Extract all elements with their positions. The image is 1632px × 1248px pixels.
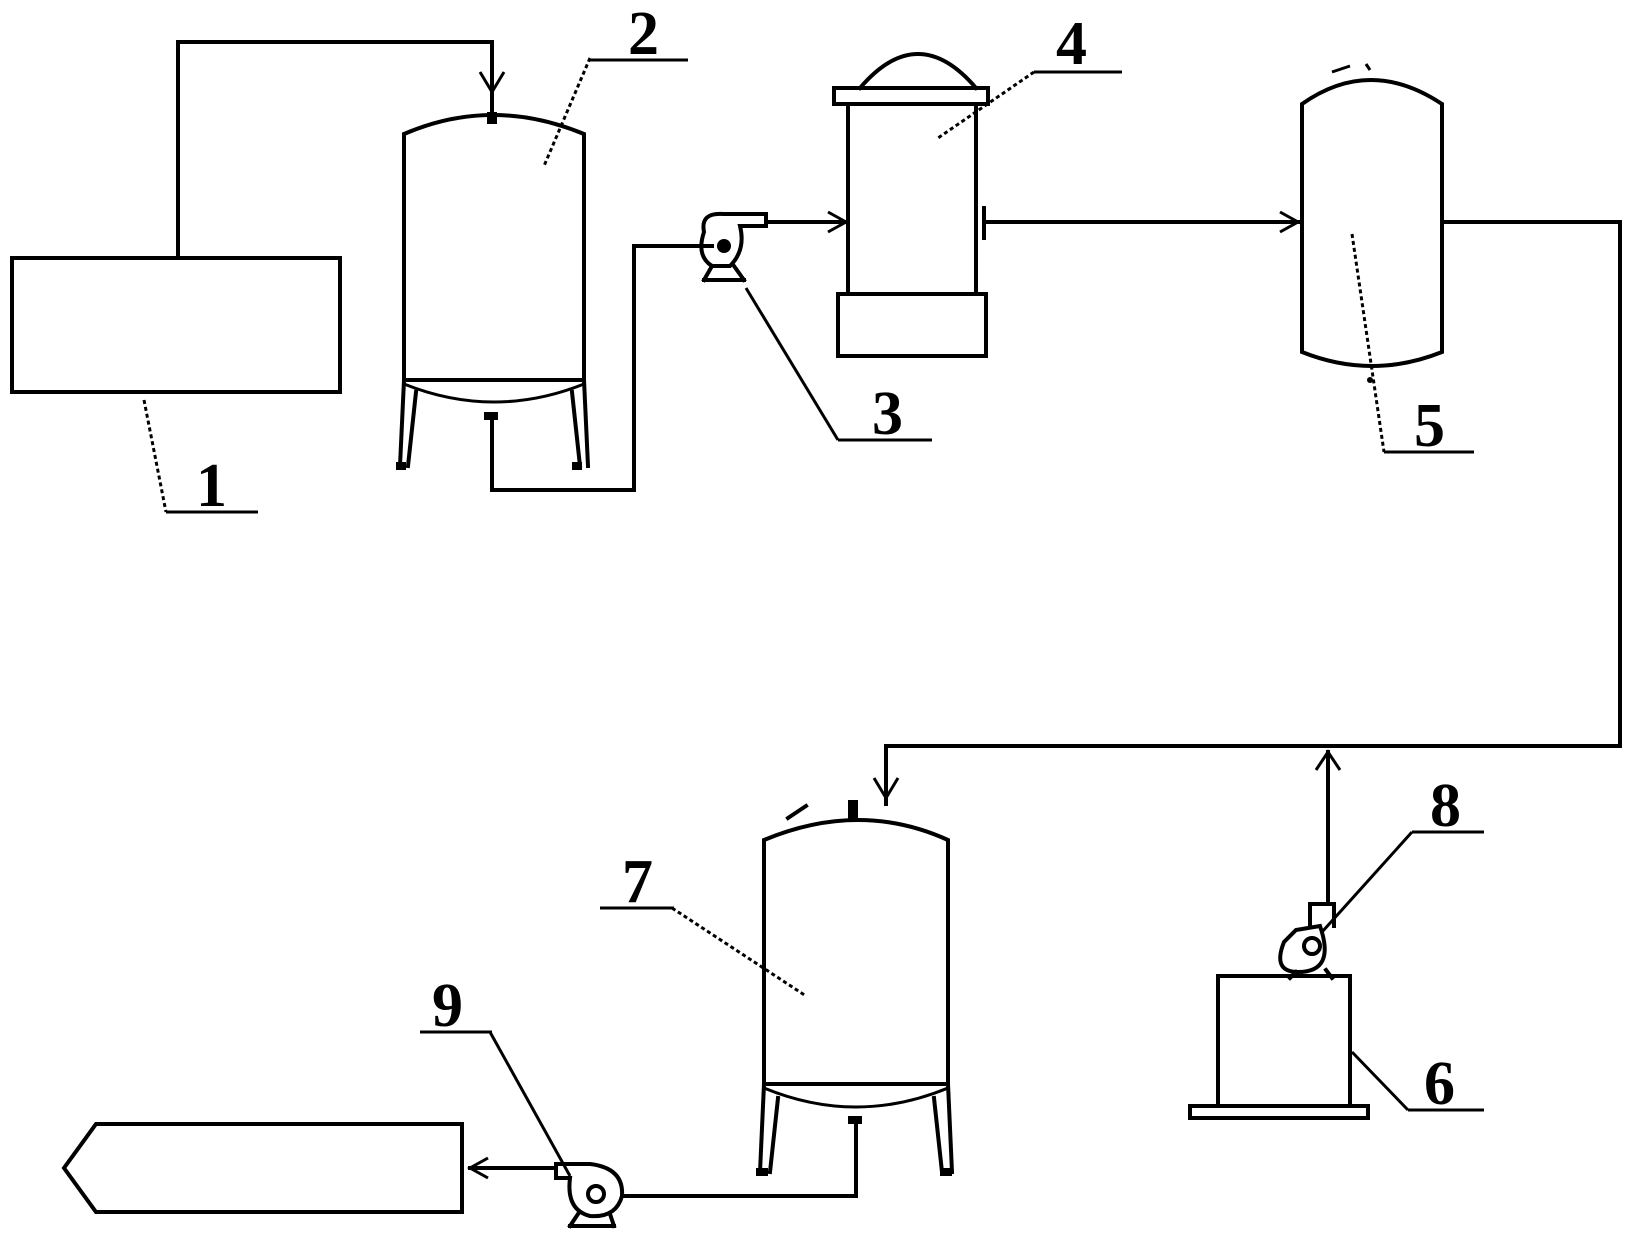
pipe-7-to-9 <box>622 1118 858 1198</box>
label-9: 9 <box>432 972 463 1040</box>
pipe-1-to-2 <box>176 40 494 260</box>
label-7: 7 <box>622 848 653 916</box>
unit-5-tank <box>1300 63 1444 383</box>
unit-6-block <box>1188 974 1370 1120</box>
unit-9-pump <box>554 1162 625 1229</box>
pipe-5-to-7 <box>884 220 1622 806</box>
unit-1-box <box>10 256 342 394</box>
label-8: 8 <box>1430 772 1461 840</box>
unit-7-tank <box>756 800 955 1176</box>
unit-3-pump <box>699 211 768 283</box>
leader-5 <box>1350 233 1386 453</box>
label-3: 3 <box>872 380 903 448</box>
unit-8-pump <box>1278 902 1336 981</box>
label-6: 6 <box>1424 1050 1455 1118</box>
leader-9 <box>488 1031 572 1177</box>
unit-2-tank <box>396 112 591 470</box>
arrow-into-tank-7 <box>872 777 900 801</box>
arrow-into-outlet <box>466 1156 489 1180</box>
leader-2 <box>542 57 592 167</box>
leader-1 <box>142 399 168 513</box>
leader-8 <box>1320 830 1414 934</box>
leader-7 <box>671 906 807 998</box>
arrow-into-tank-5 <box>1279 210 1302 234</box>
leader-4 <box>937 70 1035 140</box>
outlet-vessel <box>61 1122 464 1214</box>
label-2: 2 <box>628 0 659 68</box>
arrow-into-tank-2 <box>478 71 506 95</box>
label-4: 4 <box>1056 10 1087 78</box>
arrow-up-pump-8 <box>1314 749 1342 771</box>
unit-4-column <box>832 52 990 358</box>
pipe-2-to-3 <box>490 244 714 492</box>
leader-3 <box>744 287 840 441</box>
label-5: 5 <box>1414 392 1445 460</box>
leader-6 <box>1350 1050 1410 1112</box>
label-1: 1 <box>196 452 227 520</box>
